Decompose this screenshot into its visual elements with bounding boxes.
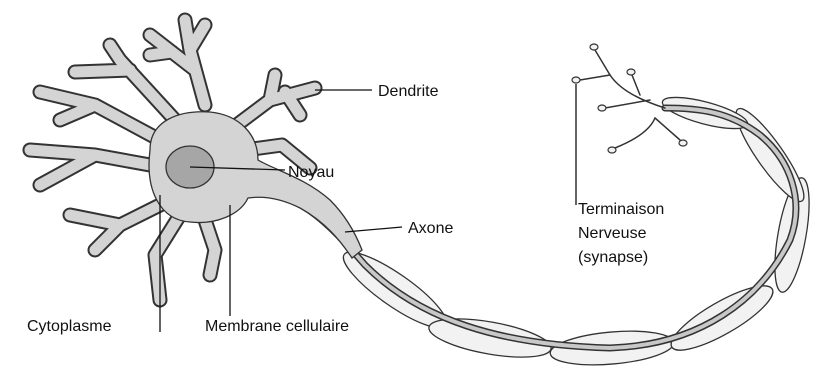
- label-membrane: Membrane cellulaire: [205, 318, 349, 335]
- leader-axone: [345, 227, 402, 232]
- label-noyau: Noyau: [288, 164, 334, 181]
- synaptic-knob: [679, 140, 687, 146]
- synaptic-knob: [572, 77, 580, 83]
- label-terminaison: Terminaison: [578, 201, 664, 218]
- label-synapse: (synapse): [578, 249, 648, 266]
- synaptic-knob: [598, 105, 606, 111]
- label-nerveuse: Nerveuse: [578, 225, 647, 242]
- label-cytoplasme: Cytoplasme: [27, 318, 112, 335]
- label-axone: Axone: [408, 220, 453, 237]
- label-dendrite: Dendrite: [378, 83, 439, 100]
- synaptic-knob: [627, 69, 635, 75]
- synaptic-knob: [590, 44, 598, 50]
- myelin-sheath: [335, 91, 814, 369]
- synaptic-knob: [608, 147, 616, 153]
